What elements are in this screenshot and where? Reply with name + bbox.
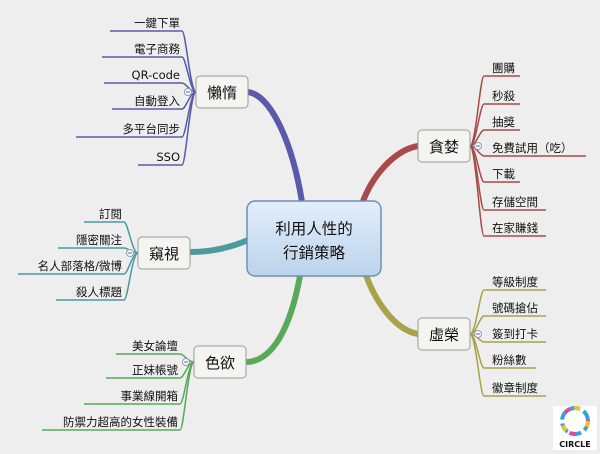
branch-line-lust [245, 273, 303, 365]
category-label-greed: 貪婪 [429, 138, 459, 156]
leaf-topic[interactable]: 美女論壇 [132, 339, 178, 353]
leaf-connector [469, 129, 520, 147]
leaf-topic[interactable]: 號碼搶佔 [492, 301, 538, 315]
leaf-connector [58, 247, 139, 254]
leaf-topic[interactable]: QR-code [132, 68, 180, 82]
leaf-connector [469, 315, 546, 335]
leaf-connector [104, 82, 197, 93]
category-greed[interactable]: 貪婪 [417, 129, 471, 163]
leaf-connector [42, 361, 195, 431]
leaf-connector [84, 221, 139, 254]
leaf-connector [56, 252, 139, 301]
circle-logo: CIRCLE [553, 406, 597, 450]
leaf-topic[interactable]: 免費試用（吃） [492, 141, 573, 155]
leaf-connector [469, 145, 546, 237]
category-label-peek: 窺視 [149, 245, 179, 263]
category-label-vanity: 虛榮 [429, 326, 459, 344]
leaf-topic[interactable]: 防禦力超高的女性裝備 [63, 415, 178, 429]
category-label-lazy: 懶惰 [207, 84, 237, 102]
leaf-topic[interactable]: 自動登入 [134, 94, 180, 108]
leaf-topic[interactable]: 殺人標題 [76, 285, 122, 299]
logo-background [553, 406, 597, 450]
leaf-topic[interactable]: 訂閱 [99, 207, 122, 221]
leaf-topic[interactable]: 團購 [492, 61, 515, 75]
center-line-2: 行銷策略 [283, 244, 346, 262]
center-node[interactable]: 利用人性的 行銷策略 [246, 200, 382, 277]
branch-line-peek [187, 237, 251, 255]
leaf-topic[interactable]: 正妹帳號 [132, 363, 178, 377]
center-box [246, 200, 382, 277]
category-box [417, 129, 471, 163]
category-box [195, 75, 249, 109]
leaf-connector [469, 333, 546, 397]
category-lazy[interactable]: 懶惰 [195, 75, 249, 109]
branch-line-greed [359, 143, 421, 207]
leaf-topic[interactable]: 秒殺 [492, 89, 515, 103]
category-box [137, 236, 191, 270]
category-vanity[interactable]: 虛榮 [417, 317, 471, 351]
leaf-connector [469, 289, 546, 335]
leaf-topic[interactable]: 徽章制度 [492, 381, 538, 395]
category-box [193, 345, 247, 379]
leaf-connector [102, 56, 197, 93]
leaf-topic[interactable]: 存儲空間 [492, 195, 538, 209]
leaf-topic[interactable]: SSO [156, 150, 180, 164]
leaf-topic[interactable]: 等級制度 [492, 275, 538, 289]
leaf-connector [138, 91, 197, 166]
leaf-topic[interactable]: 事業線開箱 [121, 389, 179, 403]
logo-ring-accent2-icon [560, 406, 590, 436]
collapse-toggles [126, 88, 482, 366]
category-peek[interactable]: 窺視 [137, 236, 191, 270]
leaf-topic[interactable]: 抽獎 [492, 115, 515, 129]
category-lust[interactable]: 色欲 [193, 345, 247, 379]
leaf-topic[interactable]: 在家賺錢 [492, 221, 538, 235]
leaf-connector [469, 103, 520, 147]
leaf-topic[interactable]: 簽到打卡 [492, 327, 538, 341]
leaf-topic[interactable]: 名人部落格/微博 [38, 259, 123, 273]
logo-text: CIRCLE [559, 440, 590, 449]
leaf-topic[interactable]: 多平台同步 [123, 122, 181, 136]
leaf-connector [116, 353, 195, 363]
leaf-connector [469, 75, 520, 147]
branch-line-lazy [245, 89, 305, 205]
leaf-topic[interactable]: 粉絲數 [492, 353, 527, 367]
leaf-topic[interactable]: 電子商務 [134, 42, 180, 56]
category-label-lust: 色欲 [205, 354, 235, 372]
center-line-1: 利用人性的 [275, 220, 353, 238]
leaf-topic[interactable]: 下載 [492, 167, 515, 181]
leaf-topic[interactable]: 隱密關注 [76, 233, 122, 247]
leaf-topic[interactable]: 一鍵下單 [134, 16, 180, 30]
category-box [417, 317, 471, 351]
